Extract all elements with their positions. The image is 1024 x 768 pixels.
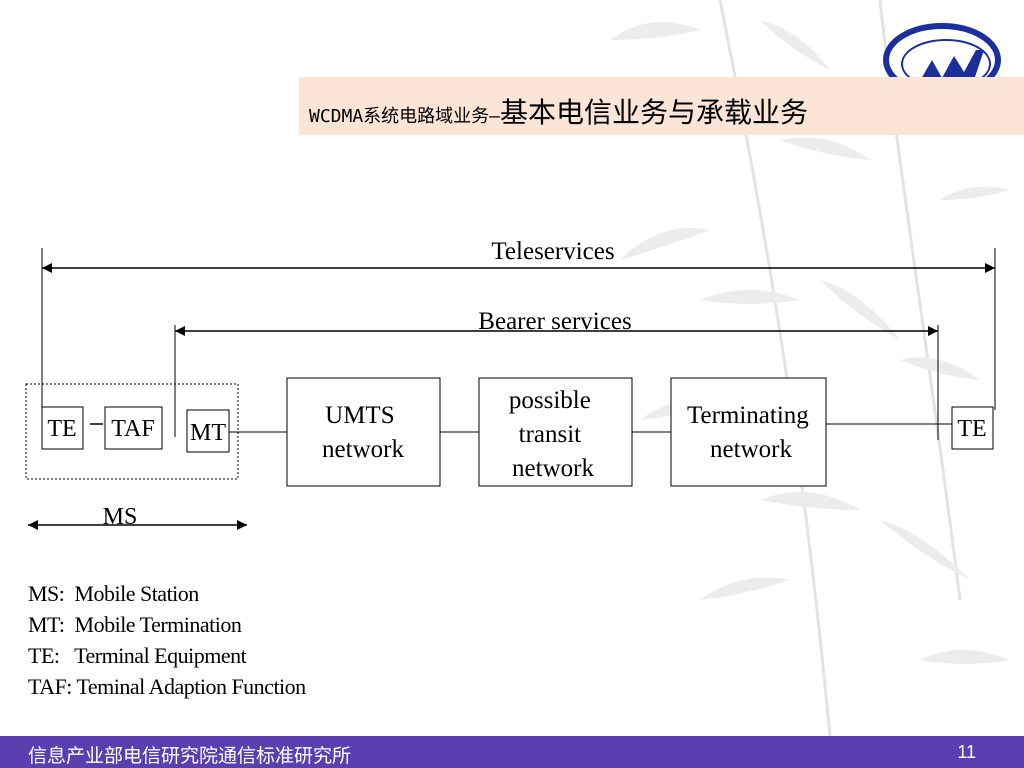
footer-band: 信息产业部电信研究院通信标准研究所 11 (0, 736, 1024, 768)
transit-line-1: possible (509, 387, 591, 414)
legend-item-taf: TAF: Teminal Adaption Function (28, 674, 306, 699)
legend-item-te: TE: Terminal Equipment (28, 643, 247, 668)
taf-label: TAF (111, 416, 154, 442)
footer-organization: 信息产业部电信研究院通信标准研究所 (28, 745, 352, 767)
ms-group-box (25, 383, 239, 480)
taf-box (104, 406, 163, 450)
teleservices-label: Teleservices (491, 238, 614, 265)
page-title: WCDMA系统电路域业务—基本电信业务与承载业务 (309, 91, 808, 131)
abbreviation-legend: MS: Mobile Station MT: Mobile Terminatio… (28, 578, 306, 702)
umts-line-2: network (322, 436, 404, 463)
legend-item-ms: MS: Mobile Station (28, 581, 199, 606)
terminating-line-1: Terminating (687, 402, 809, 429)
te-left-label: TE (47, 416, 76, 442)
transit-line-3: network (512, 455, 594, 482)
terminating-network-label: Terminating network (687, 402, 815, 463)
umts-network-box (286, 377, 441, 487)
mt-label: MT (190, 420, 226, 446)
umts-network-label: UMTS network (322, 402, 404, 463)
transit-network-label: possible transit network (509, 387, 597, 482)
te-right-box (951, 406, 994, 450)
umts-line-1: UMTS (325, 402, 394, 429)
title-band: WCDMA系统电路域业务—基本电信业务与承载业务 (299, 77, 1024, 135)
te-right-label: TE (957, 416, 986, 442)
mt-box (186, 409, 230, 453)
legend-item-mt: MT: Mobile Termination (28, 612, 242, 637)
te-left-box (41, 406, 84, 450)
ms-label: MS (103, 504, 138, 530)
bearer-label: Bearer services (478, 308, 631, 335)
title-prefix: WCDMA系统电路域业务— (309, 106, 501, 127)
transit-network-box (478, 377, 633, 487)
terminating-network-box (670, 377, 827, 487)
page-number: 11 (957, 742, 976, 762)
transit-line-2: transit (519, 421, 582, 448)
title-main: 基本电信业务与承载业务 (500, 96, 809, 129)
terminating-line-2: network (710, 436, 792, 463)
